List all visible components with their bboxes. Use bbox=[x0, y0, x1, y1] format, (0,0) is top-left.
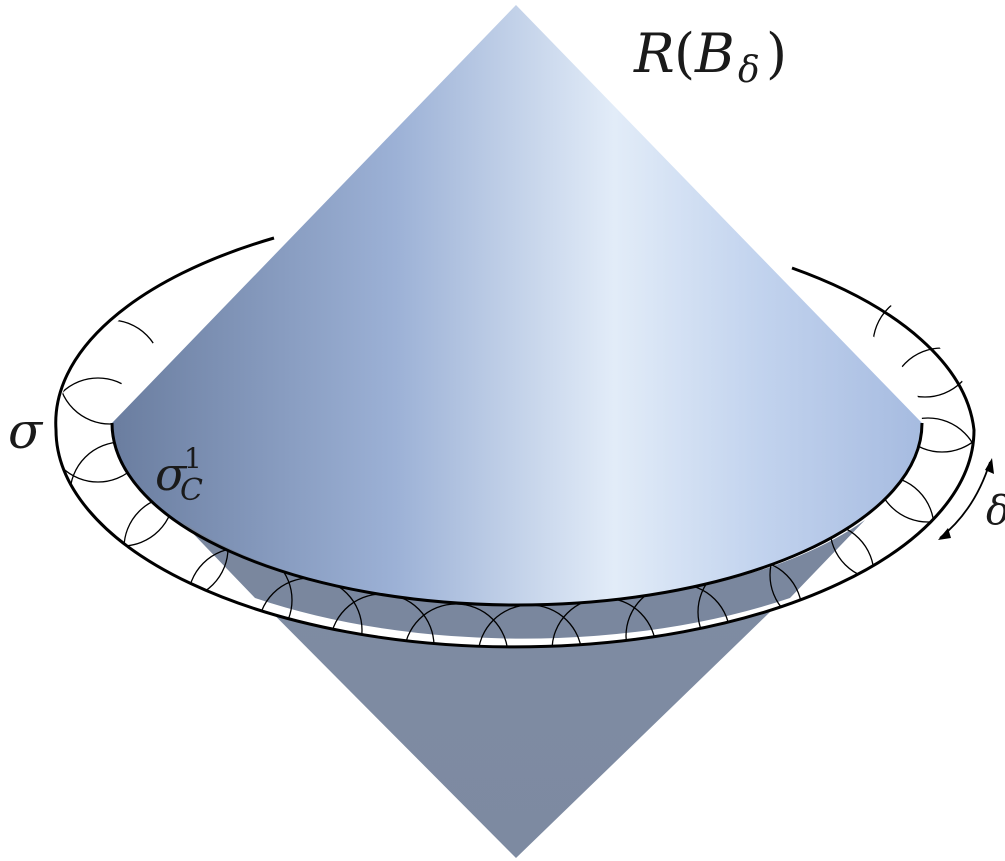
upper-cone bbox=[112, 5, 922, 605]
width-arrow-head-end bbox=[985, 458, 994, 474]
inner-curve-superscript: 1 bbox=[184, 442, 202, 475]
inner-curve-sigma-c bbox=[110, 422, 924, 607]
region-label: R ( B δ ) bbox=[633, 22, 787, 91]
region-close-paren: ) bbox=[766, 22, 787, 85]
outer-curve-label: σ bbox=[8, 402, 44, 460]
width-arrow-head-start bbox=[938, 528, 951, 540]
region-open-paren: ( bbox=[674, 22, 695, 85]
inner-curve-subscript: C bbox=[180, 473, 203, 508]
region-main: R bbox=[633, 22, 675, 85]
region-subscript: δ bbox=[738, 50, 760, 91]
outer-curve-sigma bbox=[54, 236, 976, 649]
inner-curve-label: σ 1 C bbox=[155, 442, 203, 508]
inner-curve-main: σ bbox=[155, 447, 188, 501]
region-base: B bbox=[694, 22, 735, 85]
lower-cone-through-ring bbox=[180, 520, 865, 639]
width-label: δ bbox=[986, 488, 1005, 534]
